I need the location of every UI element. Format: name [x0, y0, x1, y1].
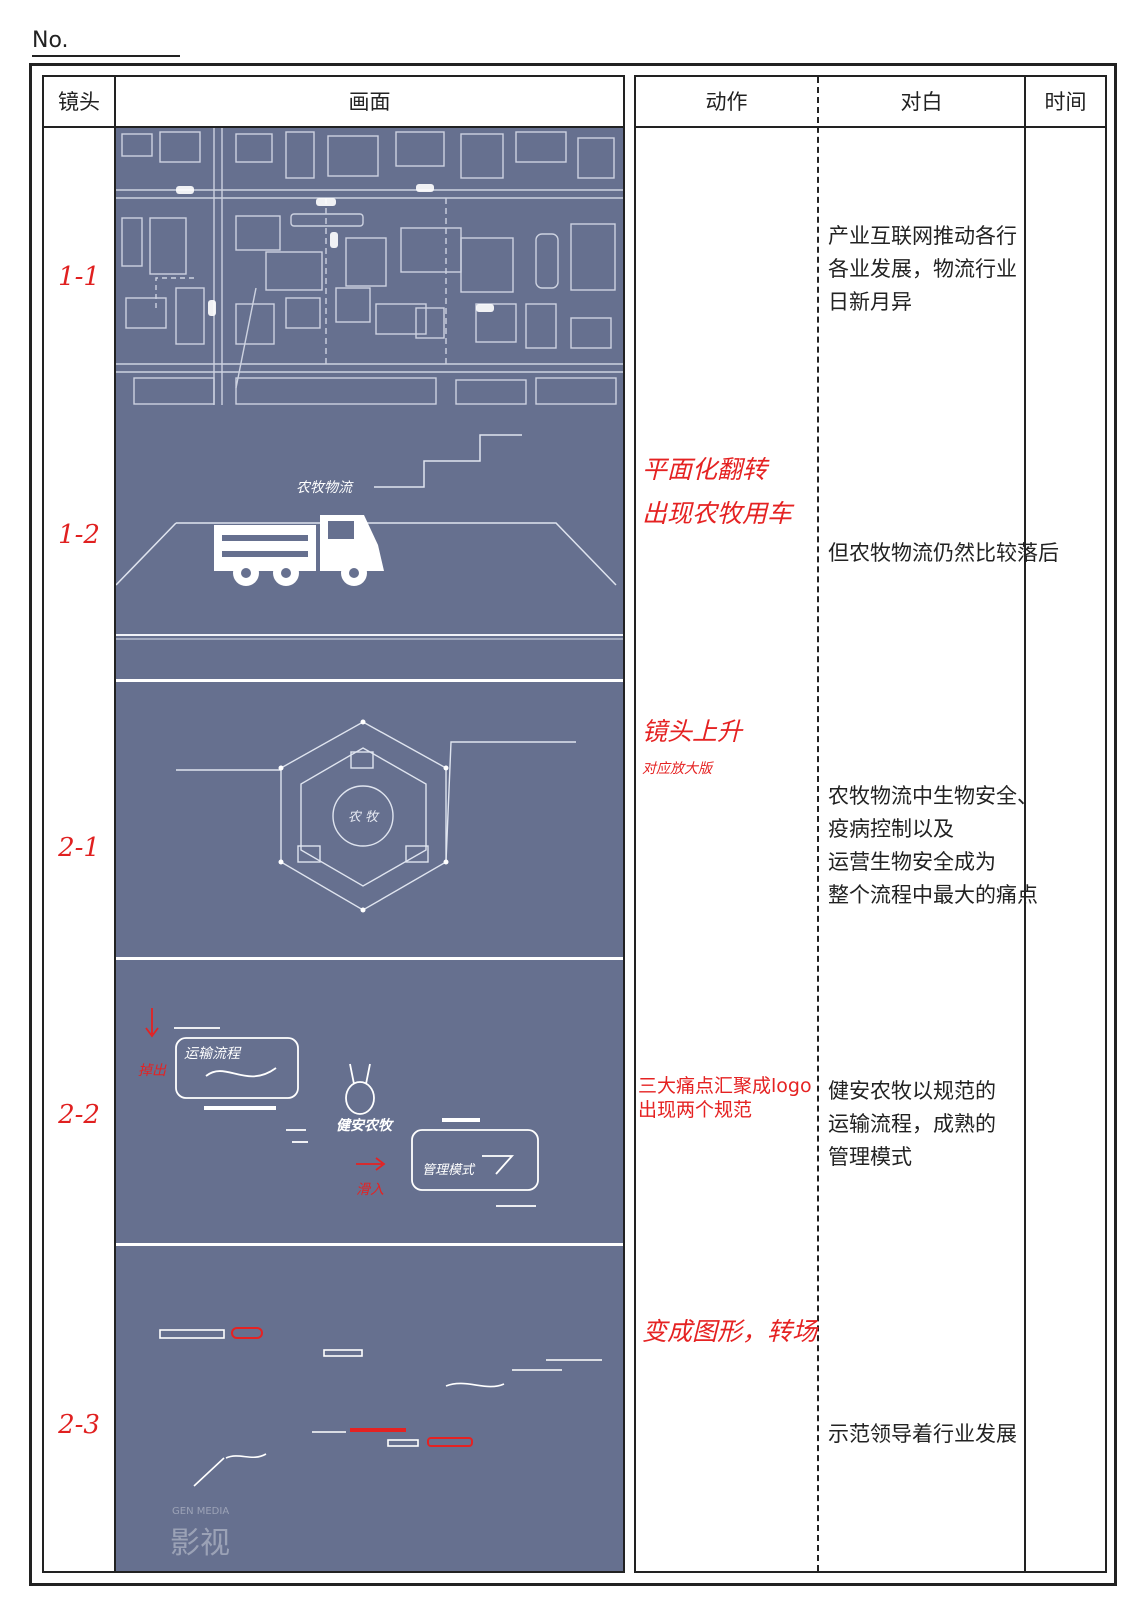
- note-drop: 掉出: [138, 1063, 167, 1079]
- action-note: 对应放大版: [642, 761, 712, 777]
- frame-panel-1-2: 农牧物流: [116, 405, 623, 679]
- watermark-small: GEN MEDIA: [172, 1506, 230, 1517]
- dialogue-line: 农牧物流中生物安全、: [828, 784, 1038, 808]
- header-time: 时间: [1044, 90, 1087, 114]
- left-table: [42, 75, 625, 1573]
- time-column-divider: [1024, 75, 1026, 1573]
- hub-label: 农 牧: [348, 810, 380, 825]
- shot-number: 1-2: [58, 520, 100, 550]
- watermark: GEN MEDIA 影视: [170, 1506, 230, 1562]
- right-table: [634, 75, 1107, 1573]
- action-1-2: 平面化翻转 出现农牧用车: [642, 448, 834, 536]
- action-line: 出现农牧用车: [642, 499, 793, 528]
- logo-cards-sketch: 运输流程 管理模式 健安农牧 掉出 滑入: [138, 1008, 539, 1207]
- action-2-2: 三大痛点汇聚成logo 出现两个规范: [638, 1075, 812, 1121]
- header-dialogue: 对白: [900, 90, 943, 114]
- header-frame: 画面: [348, 90, 391, 114]
- action-line: 镜头上升: [642, 717, 743, 746]
- city-map-sketch: [116, 128, 623, 412]
- left-header-rule: [42, 126, 625, 128]
- dialogue-1-2: 但农牧物流仍然比较落后: [828, 537, 1098, 570]
- action-2-3: 变成图形，转场: [642, 1310, 834, 1354]
- frame-panel-2-1: 农 牧: [116, 682, 623, 957]
- sheet-number-underline: [32, 55, 180, 57]
- header-action: 动作: [705, 90, 748, 114]
- shot-number: 2-1: [58, 833, 100, 863]
- truck-sketch: 农牧物流: [116, 434, 623, 640]
- dialogue-line: 产业互联网推动各行: [828, 224, 1017, 248]
- card-manage-label: 管理模式: [422, 1163, 476, 1178]
- header-shot: 镜头: [58, 90, 100, 114]
- shot-number: 1-1: [58, 262, 100, 292]
- dialogue-2-3: 示范领导着行业发展: [828, 1418, 1098, 1451]
- sheet-number-label: No.: [32, 28, 69, 53]
- storyboard-frame: [29, 63, 1117, 1586]
- dialogue-line: 整个流程中最大的痛点: [828, 883, 1038, 907]
- dialogue-line: 管理模式: [828, 1145, 912, 1169]
- dialogue-line: 示范领导着行业发展: [828, 1422, 1017, 1446]
- dialogue-1-1: 产业互联网推动各行 各业发展，物流行业 日新月异: [828, 220, 1098, 319]
- dialogue-2-2: 健安农牧以规范的 运输流程，成熟的 管理模式: [828, 1075, 1098, 1174]
- dialogue-line: 运输流程，成熟的: [828, 1112, 996, 1136]
- dialogue-2-1: 农牧物流中生物安全、 疫病控制以及 运营生物安全成为 整个流程中最大的痛点: [828, 780, 1098, 912]
- card-transport-label: 运输流程: [184, 1046, 242, 1062]
- action-2-1: 镜头上升 对应放大版: [642, 710, 834, 778]
- transition-shapes-sketch: [159, 1327, 602, 1487]
- right-header-rule: [634, 126, 1107, 128]
- hexagon-hub-sketch: 农 牧: [176, 719, 576, 913]
- action-dialogue-divider: [817, 77, 819, 1571]
- dialogue-line: 日新月异: [828, 290, 912, 314]
- dialogue-line: 但农牧物流仍然比较落后: [828, 541, 1059, 565]
- frame-panel-2-2: 运输流程 管理模式 健安农牧 掉出 滑入: [116, 960, 623, 1243]
- dialogue-line: 健安农牧以规范的: [828, 1079, 996, 1103]
- watermark-text: 影视: [170, 1526, 230, 1561]
- logo-text: 健安农牧: [336, 1117, 394, 1134]
- frame-panel-1-1: [116, 128, 623, 412]
- shot-number: 2-3: [58, 1410, 100, 1440]
- frame-panel-2-3: GEN MEDIA 影视: [116, 1246, 623, 1571]
- note-slide: 滑入: [356, 1182, 384, 1198]
- dialogue-line: 运营生物安全成为: [828, 850, 996, 874]
- action-line: 平面化翻转: [642, 455, 768, 484]
- shot-column-divider: [114, 75, 116, 1573]
- shot-number: 2-2: [58, 1100, 100, 1130]
- truck-label: 农牧物流: [296, 480, 354, 496]
- dialogue-line: 各业发展，物流行业: [828, 257, 1017, 281]
- action-line: 变成图形，转场: [642, 1317, 818, 1346]
- dialogue-line: 疫病控制以及: [828, 817, 954, 841]
